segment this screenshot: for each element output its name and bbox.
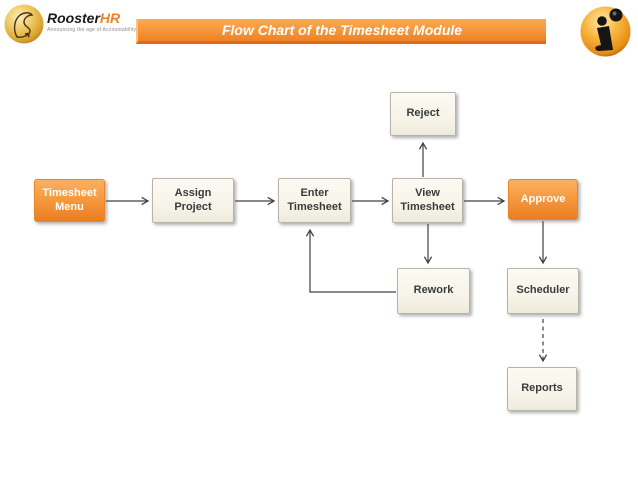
title-banner: Flow Chart of the Timesheet Module	[136, 19, 546, 44]
node-label: Reject	[406, 107, 440, 120]
node-enter-timesheet: Enter Timesheet	[278, 178, 351, 223]
node-assign-project: Assign Project	[152, 178, 234, 223]
node-timesheet-menu: Timesheet Menu	[34, 179, 105, 222]
rooster-sphere-icon	[4, 4, 44, 44]
edge-rework-to-enter	[305, 228, 396, 293]
node-label: Scheduler	[516, 284, 570, 297]
node-label: Reports	[521, 382, 563, 395]
node-label: View Timesheet	[400, 187, 455, 213]
node-label: Enter Timesheet	[287, 187, 342, 213]
page-title: Flow Chart of the Timesheet Module	[221, 22, 463, 38]
node-scheduler: Scheduler	[507, 268, 579, 314]
brand-name-accent: HR	[99, 10, 121, 26]
brand-logo: RoosterHR Announcing the age of Accounta…	[3, 3, 136, 45]
node-reject: Reject	[390, 92, 456, 136]
node-rework: Rework	[397, 268, 470, 314]
node-label: Assign Project	[174, 187, 212, 213]
node-view-timesheet: View Timesheet	[392, 178, 463, 223]
node-reports: Reports	[507, 367, 577, 411]
brand-name-primary: Rooster	[47, 10, 100, 26]
node-label: Timesheet Menu	[42, 187, 97, 213]
brand-tagline: Announcing the age of Accountability	[47, 27, 137, 33]
node-label: Rework	[413, 284, 454, 297]
i-mark-logo-icon	[579, 5, 632, 63]
brand-name: RoosterHR	[47, 11, 136, 25]
node-approve: Approve	[508, 179, 578, 220]
node-label: Approve	[520, 192, 566, 205]
